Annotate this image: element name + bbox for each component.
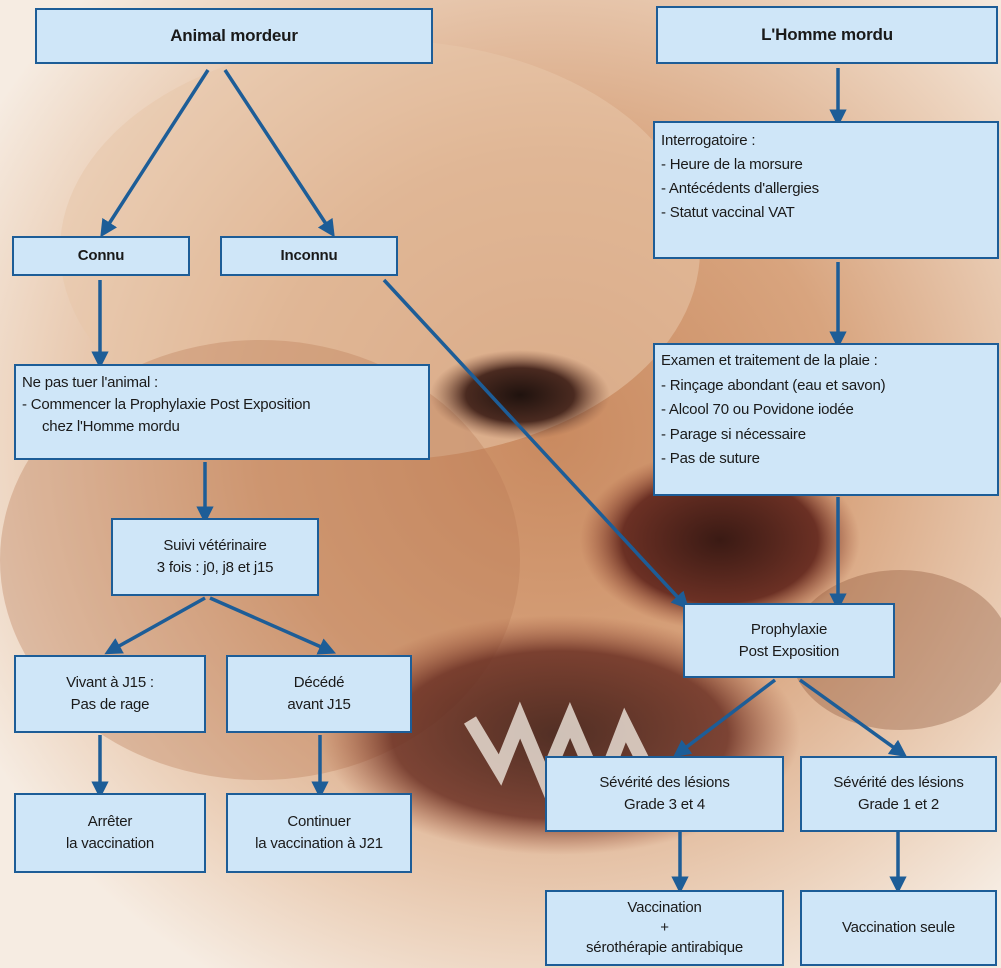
examen-item: - Parage si nécessaire bbox=[661, 423, 991, 448]
examen-item: - Pas de suture bbox=[661, 447, 991, 472]
homme-mordu-title: L'Homme mordu bbox=[761, 24, 893, 46]
vaccination-seule-box: Vaccination seule bbox=[800, 890, 997, 966]
connu-box: Connu bbox=[12, 236, 190, 276]
animal-mordeur-title: Animal mordeur bbox=[170, 25, 298, 47]
decede-line1: Décédé bbox=[294, 672, 345, 694]
connu-label: Connu bbox=[78, 245, 124, 267]
severite12-line1: Sévérité des lésions bbox=[833, 772, 963, 794]
homme-mordu-box: L'Homme mordu bbox=[656, 6, 998, 64]
interrogatoire-heading: Interrogatoire : bbox=[661, 129, 991, 153]
examen-plaie-box: Examen et traitement de la plaie : - Rin… bbox=[653, 343, 999, 496]
examen-item: - Rinçage abondant (eau et savon) bbox=[661, 374, 991, 399]
continuer-line1: Continuer bbox=[287, 811, 350, 833]
arreter-line2: la vaccination bbox=[66, 833, 154, 855]
interrogatoire-item: - Antécédents d'allergies bbox=[661, 177, 991, 201]
continuer-line2: la vaccination à J21 bbox=[255, 833, 383, 855]
interrogatoire-item: - Heure de la morsure bbox=[661, 153, 991, 177]
suivi-line2: 3 fois : j0, j8 et j15 bbox=[157, 557, 274, 579]
examen-item: - Alcool 70 ou Povidone iodée bbox=[661, 398, 991, 423]
interrogatoire-box: Interrogatoire : - Heure de la morsure -… bbox=[653, 121, 999, 259]
severite-grade-3-4-box: Sévérité des lésions Grade 3 et 4 bbox=[545, 756, 784, 832]
severite12-line2: Grade 1 et 2 bbox=[858, 794, 939, 816]
prophylaxie-line1: Prophylaxie bbox=[751, 619, 827, 641]
suivi-veterinaire-box: Suivi vétérinaire 3 fois : j0, j8 et j15 bbox=[111, 518, 319, 596]
inconnu-box: Inconnu bbox=[220, 236, 398, 276]
prophylaxie-line2: Post Exposition bbox=[739, 641, 839, 663]
inconnu-label: Inconnu bbox=[281, 245, 338, 267]
vivant-line1: Vivant à J15 : bbox=[66, 672, 154, 694]
ne-pas-tuer-line3: chez l'Homme mordu bbox=[22, 416, 422, 438]
suivi-line1: Suivi vétérinaire bbox=[163, 535, 266, 557]
ne-pas-tuer-line1: Ne pas tuer l'animal : bbox=[22, 372, 422, 394]
vivant-line2: Pas de rage bbox=[71, 694, 150, 716]
ne-pas-tuer-box: Ne pas tuer l'animal : - Commencer la Pr… bbox=[14, 364, 430, 460]
arreter-vaccination-box: Arrêter la vaccination bbox=[14, 793, 206, 873]
arreter-line1: Arrêter bbox=[88, 811, 132, 833]
decede-line2: avant J15 bbox=[287, 694, 350, 716]
prophylaxie-box: Prophylaxie Post Exposition bbox=[683, 603, 895, 678]
vaccination-serotherapie-box: Vaccination + sérothérapie antirabique bbox=[545, 890, 784, 966]
animal-mordeur-box: Animal mordeur bbox=[35, 8, 433, 64]
examen-heading: Examen et traitement de la plaie : bbox=[661, 349, 991, 374]
vaccination-seule-label: Vaccination seule bbox=[842, 917, 955, 939]
vacc-sero-line3: sérothérapie antirabique bbox=[586, 938, 743, 958]
vivant-j15-box: Vivant à J15 : Pas de rage bbox=[14, 655, 206, 733]
severite34-line1: Sévérité des lésions bbox=[599, 772, 729, 794]
continuer-vaccination-box: Continuer la vaccination à J21 bbox=[226, 793, 412, 873]
vacc-sero-line1: Vaccination bbox=[627, 898, 701, 918]
ne-pas-tuer-line2: - Commencer la Prophylaxie Post Expositi… bbox=[22, 394, 422, 416]
decede-j15-box: Décédé avant J15 bbox=[226, 655, 412, 733]
severite34-line2: Grade 3 et 4 bbox=[624, 794, 705, 816]
severite-grade-1-2-box: Sévérité des lésions Grade 1 et 2 bbox=[800, 756, 997, 832]
interrogatoire-item: - Statut vaccinal VAT bbox=[661, 201, 991, 225]
vacc-sero-line2: + bbox=[660, 918, 669, 938]
